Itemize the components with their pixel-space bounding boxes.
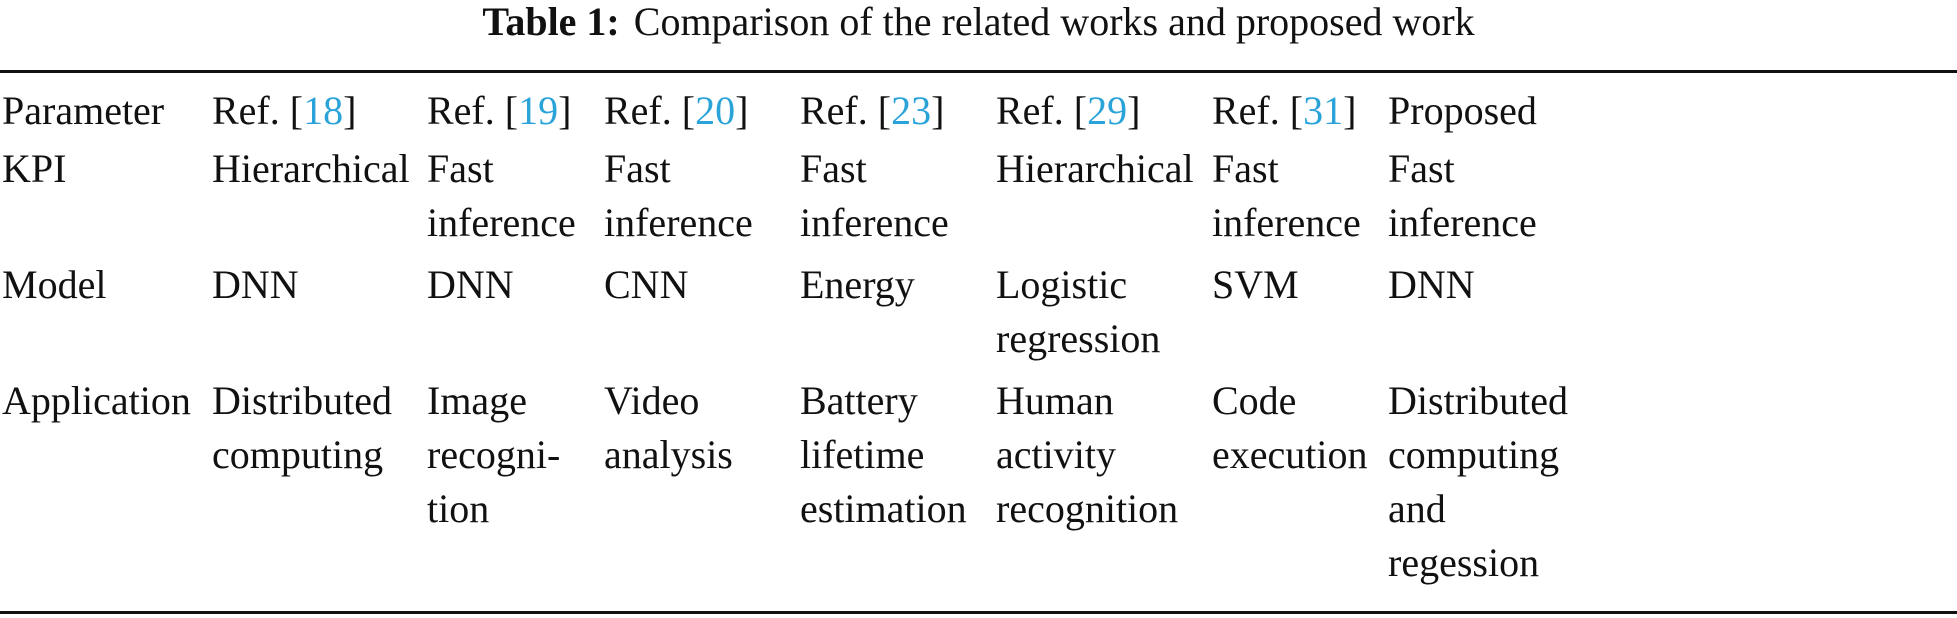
table-cell: Human activity recognition bbox=[996, 374, 1212, 598]
citation-link-29[interactable]: 29 bbox=[1087, 88, 1128, 133]
cell-line: regression bbox=[996, 316, 1161, 361]
table-caption-text: Comparison of the related works and prop… bbox=[633, 0, 1475, 44]
cell-line: Distributed bbox=[1388, 378, 1568, 423]
table-body: KPI Hierarchical Fast inference Fast inferenc… bbox=[2, 142, 1574, 598]
citation-link-20[interactable]: 20 bbox=[695, 88, 736, 133]
table-caption: Table 1: Comparison of the related works … bbox=[0, 0, 1957, 44]
cell-line: computing bbox=[1388, 432, 1560, 477]
table-cell: Fast inference bbox=[800, 142, 996, 258]
table-cell: DNN bbox=[212, 258, 427, 374]
cell-line: lifetime bbox=[800, 432, 925, 477]
cell-line: inference bbox=[604, 200, 753, 245]
cell-line: recognition bbox=[996, 486, 1179, 531]
cell-line: Video bbox=[604, 378, 700, 423]
table-cell: Image recogni-tion bbox=[427, 374, 604, 598]
cell-line: activity bbox=[996, 432, 1116, 477]
table-cell: Fast inference bbox=[427, 142, 604, 258]
header-cell-parameter: Parameter bbox=[2, 88, 165, 133]
table-top-rule bbox=[0, 70, 1957, 73]
cell-line: Model bbox=[2, 262, 107, 307]
cell-line: Human bbox=[996, 378, 1114, 423]
table-cell: Hierarchical bbox=[996, 142, 1212, 258]
table-cell: CNN bbox=[604, 258, 800, 374]
cell-line: DNN bbox=[427, 262, 514, 307]
table-row-model: Model DNN DNN CNN Energy Logistic regression SV… bbox=[2, 258, 1574, 374]
table-row-application: Application Distributed computing Image reco… bbox=[2, 374, 1574, 598]
cell-line: DNN bbox=[1388, 262, 1475, 307]
cell-line: Fast bbox=[1212, 146, 1279, 191]
header-cell-ref-18: Ref. [18] bbox=[212, 88, 357, 133]
cell-line: Fast bbox=[427, 146, 494, 191]
table-cell: Battery lifetime estimation bbox=[800, 374, 996, 598]
cell-line: and bbox=[1388, 486, 1446, 531]
cell-line: inference bbox=[427, 200, 576, 245]
table-cell: Distributed computing bbox=[212, 374, 427, 598]
table-cell: SVM bbox=[1212, 258, 1388, 374]
header-cell-ref-23: Ref. [23] bbox=[800, 88, 945, 133]
header-cell-proposed: Proposed bbox=[1388, 88, 1537, 133]
cell-line: Battery bbox=[800, 378, 918, 423]
cell-line: analysis bbox=[604, 432, 733, 477]
cell-line: Hierarchical bbox=[212, 146, 410, 191]
row-label-cell: Application bbox=[2, 374, 212, 598]
cell-line: recogni- bbox=[427, 432, 561, 477]
cell-line: Application bbox=[2, 378, 191, 423]
cell-line: execution bbox=[1212, 432, 1368, 477]
cell-line: computing bbox=[212, 432, 384, 477]
header-cell-ref-20: Ref. [20] bbox=[604, 88, 749, 133]
table-cell: Distributed computing and regession bbox=[1388, 374, 1574, 598]
table-cell: Fast inference bbox=[1388, 142, 1574, 258]
cell-line: Distributed bbox=[212, 378, 392, 423]
table-cell: Code execution bbox=[1212, 374, 1388, 598]
cell-line: inference bbox=[800, 200, 949, 245]
header-cell-ref-31: Ref. [31] bbox=[1212, 88, 1357, 133]
cell-line: SVM bbox=[1212, 262, 1299, 307]
table-header-row: Parameter Ref. [18] Ref. [19] Ref. [20] … bbox=[2, 84, 1574, 142]
header-cell-ref-29: Ref. [29] bbox=[996, 88, 1141, 133]
cell-line: Logistic bbox=[996, 262, 1128, 307]
cell-line: Energy bbox=[800, 262, 915, 307]
cell-line: inference bbox=[1212, 200, 1361, 245]
cell-line: DNN bbox=[212, 262, 299, 307]
cell-line: Hierarchical bbox=[996, 146, 1194, 191]
row-label-cell: KPI bbox=[2, 142, 212, 258]
cell-line: KPI bbox=[2, 146, 67, 191]
header-cell-ref-19: Ref. [19] bbox=[427, 88, 572, 133]
cell-line: estimation bbox=[800, 486, 967, 531]
comparison-table: Parameter Ref. [18] Ref. [19] Ref. [20] … bbox=[2, 84, 1574, 598]
row-label-cell: Model bbox=[2, 258, 212, 374]
table-cell: Logistic regression bbox=[996, 258, 1212, 374]
cell-line: Image bbox=[427, 378, 527, 423]
citation-link-18[interactable]: 18 bbox=[303, 88, 344, 133]
table-cell: Video analysis bbox=[604, 374, 800, 598]
cell-line: Code bbox=[1212, 378, 1297, 423]
table-caption-label: Table 1: bbox=[482, 0, 620, 44]
citation-link-19[interactable]: 19 bbox=[518, 88, 559, 133]
cell-line: Fast bbox=[1388, 146, 1455, 191]
cell-line: regession bbox=[1388, 540, 1540, 585]
table-cell: Fast inference bbox=[604, 142, 800, 258]
table-cell: Energy bbox=[800, 258, 996, 374]
cell-line: Fast bbox=[604, 146, 671, 191]
table-cell: DNN bbox=[427, 258, 604, 374]
citation-link-23[interactable]: 23 bbox=[891, 88, 932, 133]
table-cell: DNN bbox=[1388, 258, 1574, 374]
cell-line: CNN bbox=[604, 262, 689, 307]
citation-link-31[interactable]: 31 bbox=[1303, 88, 1344, 133]
table-bottom-rule bbox=[0, 611, 1957, 614]
cell-line: tion bbox=[427, 486, 490, 531]
table-cell: Fast inference bbox=[1212, 142, 1388, 258]
table-cell: Hierarchical bbox=[212, 142, 427, 258]
table-row-kpi: KPI Hierarchical Fast inference Fast inferenc… bbox=[2, 142, 1574, 258]
cell-line: Fast bbox=[800, 146, 867, 191]
cell-line: inference bbox=[1388, 200, 1537, 245]
